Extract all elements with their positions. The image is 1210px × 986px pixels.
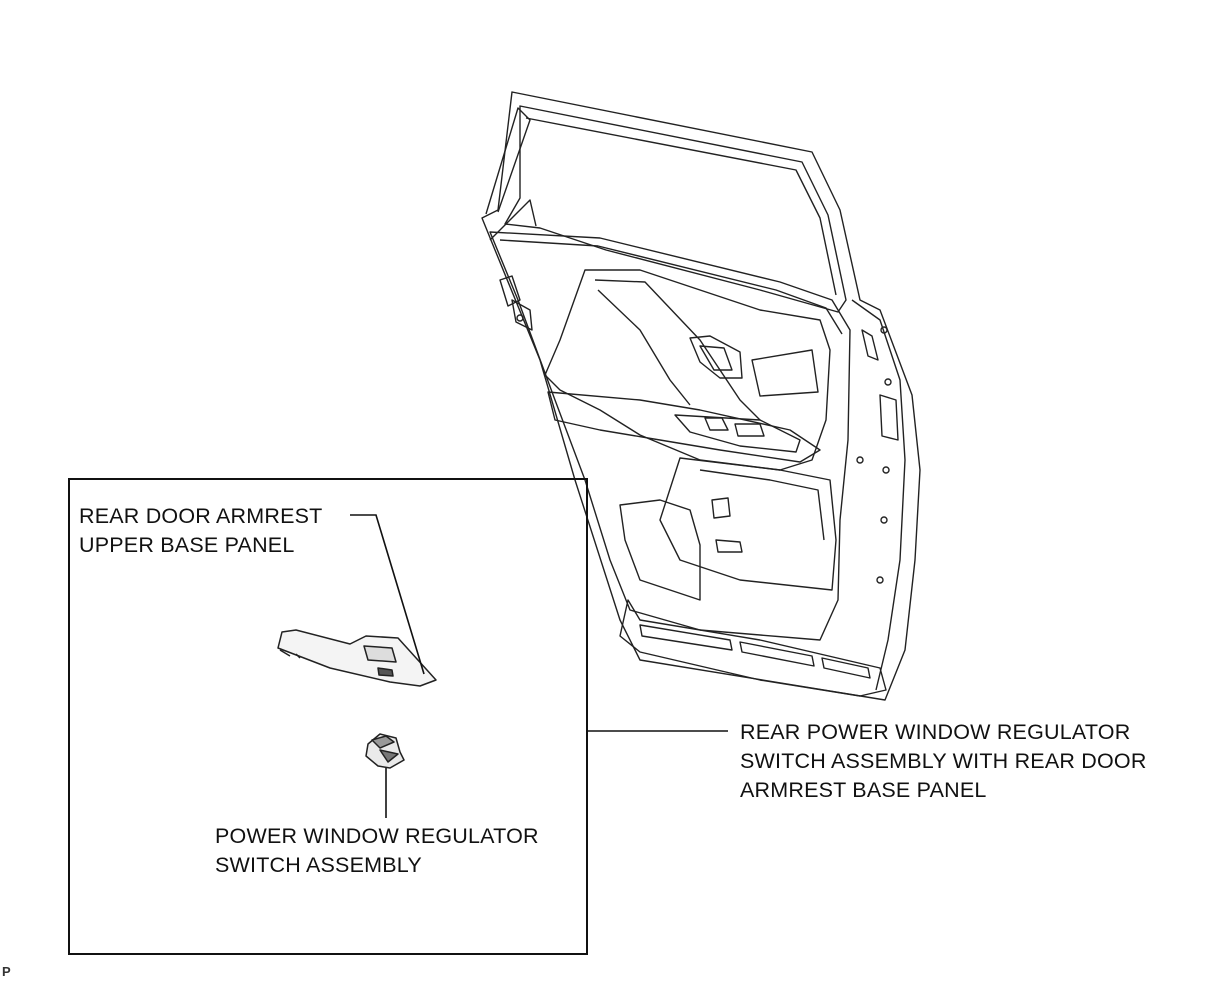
label-line: UPPER BASE PANEL xyxy=(79,533,295,557)
label-armrest-upper-base-panel: REAR DOOR ARMREST UPPER BASE PANEL xyxy=(79,502,323,560)
rear-door-illustration xyxy=(481,91,921,701)
power-window-switch-part xyxy=(365,733,405,769)
leader-armrest xyxy=(350,514,425,675)
label-line: SWITCH ASSEMBLY xyxy=(215,853,422,877)
reference-code: P xyxy=(2,964,11,979)
label-line: SWITCH ASSEMBLY WITH REAR DOOR xyxy=(740,749,1147,773)
label-line: REAR DOOR ARMREST xyxy=(79,504,323,528)
label-line: ARMREST BASE PANEL xyxy=(740,778,987,802)
label-rear-switch-assembly: REAR POWER WINDOW REGULATOR SWITCH ASSEM… xyxy=(740,718,1147,805)
label-line: POWER WINDOW REGULATOR xyxy=(215,824,539,848)
label-power-window-switch: POWER WINDOW REGULATOR SWITCH ASSEMBLY xyxy=(215,822,539,880)
inset-box xyxy=(68,478,588,955)
leader-lines xyxy=(350,514,728,818)
armrest-upper-base-panel-part xyxy=(277,629,437,687)
label-line: REAR POWER WINDOW REGULATOR xyxy=(740,720,1131,744)
